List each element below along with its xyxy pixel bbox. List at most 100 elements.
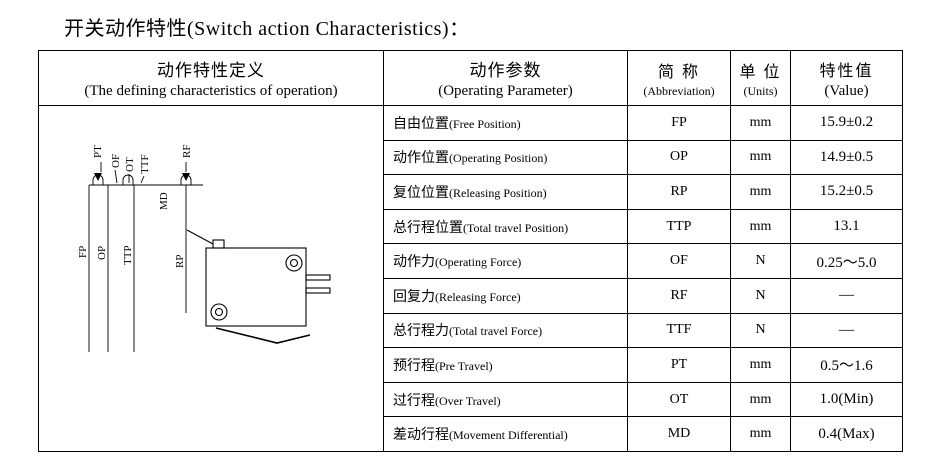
param-en: (Free Position)	[449, 116, 521, 131]
table-row: 总行程力(Total travel Force) TTF N —	[39, 312, 903, 349]
param-en: (Movement Differential)	[449, 428, 568, 443]
abbreviation-cell: RP	[627, 174, 731, 210]
param-en: (Total travel Position)	[463, 220, 569, 235]
param-cn: 自由位置	[393, 116, 449, 132]
abbreviation-cell: PT	[627, 347, 731, 383]
param-cn: 总行程位置	[393, 220, 463, 236]
header-definition-cn: 动作特性定义	[157, 61, 265, 80]
label-op: OP	[96, 246, 108, 260]
param-name-cell: 复位位置(Releasing Position)	[383, 174, 628, 210]
table-row: 复位位置(Releasing Position) RP mm 15.2±0.5	[39, 174, 903, 210]
param-cn: 总行程力	[393, 324, 449, 340]
abbreviation-cell: OF	[627, 243, 731, 279]
param-name-cell: 回复力(Releasing Force)	[383, 277, 628, 314]
param-name-cell: 过行程(Over Travel)	[383, 381, 628, 418]
unit-cell: N	[730, 277, 791, 314]
value-cell: 1.0(Min)	[790, 381, 903, 418]
label-pt: PT	[92, 145, 104, 158]
table-row: 预行程(Pre Travel) PT mm 0.5～1.6	[39, 347, 903, 383]
table-row: 回复力(Releasing Force) RF N —	[39, 277, 903, 314]
switch-characteristics-table: 动作特性定义 (The defining characteristics of …	[38, 50, 903, 452]
header-units-en: (Units)	[743, 83, 778, 98]
table-row: PT OF OT TTF MD RF FP OP TTP RP	[38, 105, 903, 452]
param-en: (Releasing Position)	[449, 185, 547, 200]
unit-cell: mm	[730, 416, 791, 452]
abbreviation-cell: TTF	[627, 312, 731, 349]
abbreviation-cell: OP	[627, 139, 731, 176]
value-cell: 15.9±0.2	[790, 105, 903, 141]
param-name-cell: 自由位置(Free Position)	[383, 105, 628, 141]
unit-cell: mm	[730, 208, 791, 245]
param-name-cell: 预行程(Pre Travel)	[383, 347, 628, 383]
abbreviation-cell: FP	[627, 105, 731, 141]
header-parameter: 动作参数 (Operating Parameter)	[383, 50, 628, 106]
table-row: 动作位置(Operating Position) OP mm 14.9±0.5	[39, 139, 903, 176]
header-units: 单 位 (Units)	[730, 50, 791, 106]
param-en: (Pre Travel)	[435, 358, 493, 373]
param-en: (Operating Position)	[449, 151, 548, 166]
switch-diagram-cell: PT OF OT TTF MD RF FP OP TTP RP	[38, 105, 384, 452]
diagram-labels: PT OF OT TTF MD RF FP OP TTP RP	[77, 145, 193, 268]
label-of: OF	[110, 154, 122, 168]
value-cell: 0.25～5.0	[790, 243, 903, 279]
unit-cell: mm	[730, 105, 791, 141]
param-cn: 动作力	[393, 255, 435, 271]
unit-cell: mm	[730, 347, 791, 383]
header-abbreviation: 简 称 (Abbreviation)	[627, 50, 731, 106]
param-cn: 过行程	[393, 393, 435, 409]
table-header-row: 动作特性定义 (The defining characteristics of …	[38, 50, 903, 106]
abbreviation-cell: MD	[627, 416, 731, 452]
param-name-cell: 总行程位置(Total travel Position)	[383, 208, 628, 245]
param-name-cell: 动作位置(Operating Position)	[383, 139, 628, 176]
header-value: 特性值 (Value)	[790, 50, 903, 106]
param-cn: 预行程	[393, 358, 435, 374]
header-abbreviation-en: (Abbreviation)	[643, 83, 715, 98]
unit-cell: mm	[730, 381, 791, 418]
page-title: 开关动作特性(Switch action Characteristics)：	[64, 18, 470, 40]
header-abbreviation-cn: 简 称	[657, 63, 700, 81]
abbreviation-cell: OT	[627, 381, 731, 418]
unit-cell: N	[730, 312, 791, 349]
label-ttp: TTP	[122, 245, 134, 265]
param-name-cell: 动作力(Operating Force)	[383, 243, 628, 279]
param-en: (Releasing Force)	[435, 289, 521, 304]
measurement-lines	[88, 162, 203, 352]
value-cell: 15.2±0.5	[790, 174, 903, 210]
label-rf: RF	[181, 145, 193, 158]
table-row: 差动行程(Movement Differential) MD mm 0.4(Ma…	[39, 416, 903, 452]
header-value-cn: 特性值	[819, 62, 874, 80]
header-parameter-cn: 动作参数	[469, 61, 542, 80]
param-name-cell: 总行程力(Total travel Force)	[383, 312, 628, 349]
param-cn: 动作位置	[393, 151, 449, 167]
param-cn: 复位位置	[393, 185, 449, 201]
value-cell: —	[790, 277, 903, 314]
param-en: (Over Travel)	[435, 393, 501, 408]
micro-switch-drawing	[186, 229, 331, 344]
label-ttf: TTF	[139, 154, 151, 174]
unit-cell: N	[730, 243, 791, 279]
header-parameter-en: (Operating Parameter)	[438, 83, 573, 99]
param-en: (Operating Force)	[435, 255, 522, 270]
param-cn: 差动行程	[393, 428, 449, 444]
down-arrow-icon	[94, 173, 102, 181]
abbreviation-cell: RF	[627, 277, 731, 314]
label-fp: FP	[77, 246, 89, 258]
down-arrow-icons	[94, 173, 190, 181]
value-cell: 13.1	[790, 208, 903, 245]
label-ot: OT	[124, 157, 136, 172]
unit-cell: mm	[730, 174, 791, 210]
table-row: 动作力(Operating Force) OF N 0.25～5.0	[39, 243, 903, 279]
value-cell: —	[790, 312, 903, 349]
label-rp: RP	[174, 255, 186, 268]
param-en: (Total travel Force)	[449, 324, 543, 339]
header-value-en: (Value)	[824, 82, 869, 99]
switch-diagram: PT OF OT TTF MD RF FP OP TTP RP	[77, 145, 331, 352]
unit-cell: mm	[730, 139, 791, 176]
param-cn: 回复力	[393, 289, 435, 305]
down-arrow-icon	[182, 173, 190, 181]
value-cell: 0.5～1.6	[790, 347, 903, 383]
value-cell: 0.4(Max)	[790, 416, 903, 452]
table-row: 总行程位置(Total travel Position) TTP mm 13.1	[39, 208, 903, 245]
abbreviation-cell: TTP	[627, 208, 731, 245]
param-name-cell: 差动行程(Movement Differential)	[383, 416, 628, 452]
